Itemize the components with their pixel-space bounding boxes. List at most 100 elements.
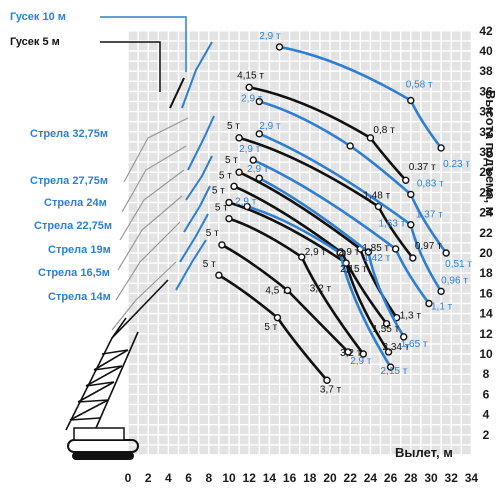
load-label: 2,9 т: [259, 121, 281, 132]
y-tick-label: 2: [483, 428, 490, 442]
y-tick-label: 18: [479, 266, 493, 280]
load-label: 5 т: [227, 121, 240, 132]
load-point: [255, 97, 263, 106]
load-label: 5 т: [225, 155, 238, 166]
load-label: 1,3 т: [400, 311, 422, 322]
load-curve-3: [258, 100, 448, 255]
crane-jibs: [169, 41, 215, 291]
load-label: 1,65 т: [401, 339, 428, 350]
x-axis-title: Вылет, м: [395, 445, 453, 460]
load-point: [437, 287, 445, 296]
load-label: 0.23 т: [443, 159, 470, 170]
load-point: [442, 249, 450, 257]
y-tick-label: 40: [479, 44, 493, 58]
configuration-label: Стрела 16,5м: [38, 267, 110, 279]
x-tick-label: 16: [283, 471, 297, 485]
load-label: 1,48 т: [363, 190, 390, 201]
y-tick-label: 28: [479, 165, 493, 179]
y-tick-label: 12: [479, 327, 493, 341]
x-tick-label: 4: [165, 471, 172, 485]
x-tick-label: 34: [465, 471, 479, 485]
load-label: 2,9 т: [241, 94, 263, 105]
load-label: 0,58 т: [406, 79, 433, 90]
x-tick-label: 6: [185, 471, 192, 485]
load-label: 2,9 т: [350, 356, 372, 367]
load-point: [391, 245, 400, 253]
load-point: [359, 350, 368, 358]
load-point: [230, 182, 238, 191]
load-label: 1,63 т: [378, 219, 405, 230]
load-label: 1,85 т: [362, 243, 389, 254]
load-label: 4,15 т: [237, 70, 264, 81]
load-label: 5 т: [206, 228, 219, 239]
load-point: [243, 202, 251, 211]
load-point: [273, 313, 282, 322]
load-label: 5 т: [264, 322, 277, 333]
load-curve-7: [251, 158, 431, 305]
load-point: [235, 168, 243, 176]
load-label: 2,15 т: [381, 366, 408, 377]
crane-boom-main: [65, 279, 169, 431]
load-label: 2,9 т: [338, 247, 360, 258]
configuration-label: Стрела 24м: [44, 197, 107, 209]
load-label: 2,9 т: [259, 31, 281, 42]
load-label: 3,7 т: [320, 384, 342, 395]
y-tick-label: 26: [479, 185, 493, 199]
crane-tracks: [67, 427, 139, 460]
load-label: 0,8 т: [373, 125, 395, 136]
load-point: [215, 271, 223, 279]
x-tick-label: 22: [344, 471, 358, 485]
load-point: [407, 190, 415, 199]
x-tick-label: 26: [384, 471, 398, 485]
crane-boom-heads: [111, 117, 189, 331]
y-axis-title: Высота подъема, м: [483, 90, 498, 216]
configuration-label: Стрела 14м: [48, 291, 111, 303]
load-label: 5 т: [219, 170, 232, 181]
configuration-label: Стрела 32,75м: [30, 128, 108, 140]
load-point: [374, 202, 383, 211]
y-tick-label: 10: [479, 347, 493, 361]
crane-illustration: [65, 16, 215, 460]
load-point: [344, 348, 352, 356]
load-point: [218, 241, 226, 249]
load-label: 2,15 т: [340, 264, 367, 275]
load-label: 1,55 т: [372, 324, 399, 335]
x-tick-label: 28: [404, 471, 418, 485]
load-label: 5 т: [212, 185, 225, 196]
load-point: [255, 174, 263, 182]
load-point: [366, 134, 375, 142]
y-tick-label: 8: [483, 367, 490, 381]
y-tick-label: 16: [479, 286, 493, 300]
load-label: 2,9 т: [305, 247, 327, 258]
load-point: [437, 144, 445, 152]
load-label: 3,2 т: [340, 348, 362, 359]
load-curve-1: [278, 45, 443, 150]
load-label: 0,83 т: [417, 178, 444, 189]
load-point: [386, 363, 395, 371]
y-tick-label: 30: [479, 145, 493, 159]
load-point: [382, 320, 391, 328]
data-labels: 2,9 т0,58 т0.23 т4,15 т0,8 т0.37 т2,9 т0…: [203, 31, 473, 396]
load-point: [245, 83, 253, 92]
load-label: 2,9 т: [239, 144, 261, 155]
load-label: 0,51 т: [445, 259, 472, 270]
series-group: [215, 43, 450, 384]
load-point: [255, 130, 263, 138]
y-tick-label: 20: [479, 246, 493, 260]
y-tick-label: 38: [479, 64, 493, 78]
load-point: [225, 214, 233, 223]
load-point: [298, 253, 306, 261]
load-label: 4,5 т: [265, 285, 287, 296]
y-tick-label: 42: [479, 24, 493, 38]
x-tick-label: 10: [222, 471, 236, 485]
x-tick-label: 30: [424, 471, 438, 485]
configuration-label: Стрела 27,75м: [30, 175, 108, 187]
y-tick-label: 32: [479, 125, 493, 139]
load-point: [407, 96, 415, 105]
load-label: 2,9 т: [235, 197, 257, 208]
load-label: 5 т: [215, 203, 228, 214]
x-tick-label: 24: [364, 471, 378, 485]
